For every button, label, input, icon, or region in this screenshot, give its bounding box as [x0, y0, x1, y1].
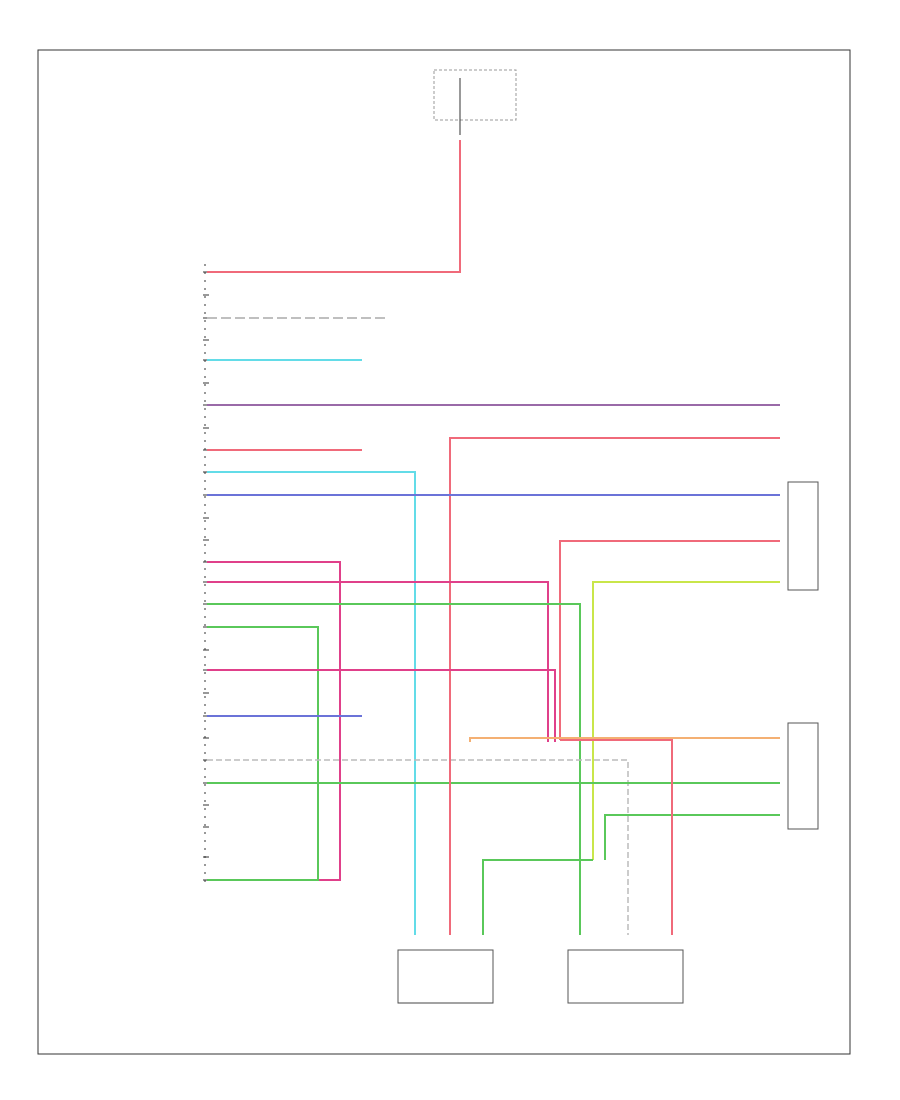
wire-grey — [207, 759, 629, 935]
wire-orange — [469, 737, 780, 742]
right-connectors — [787, 481, 819, 830]
connector-lower — [787, 722, 819, 830]
wire-left-sensor-b — [482, 859, 593, 935]
connector-upper — [787, 481, 819, 591]
wire-green-1 — [207, 603, 581, 935]
module-connector — [203, 264, 209, 888]
wire-red-bottom — [560, 739, 673, 935]
right-sensor-connector — [567, 949, 684, 1004]
power-source — [433, 69, 517, 135]
wire-cyan-2 — [207, 471, 416, 935]
wire-green-right — [604, 814, 780, 860]
wire-lime — [592, 581, 780, 860]
left-sensor-connector — [397, 949, 494, 1004]
wire-pink-2 — [207, 581, 549, 742]
wires — [207, 140, 780, 935]
diagram-border — [37, 49, 851, 1055]
wire-pink-1 — [207, 561, 341, 881]
bottom-connectors — [397, 949, 684, 1004]
wire-batt — [207, 140, 461, 273]
wire-pink-3 — [207, 669, 556, 742]
wire-green-2 — [207, 626, 319, 881]
wire-pink-long — [449, 437, 780, 742]
wire-red-right — [559, 540, 780, 740]
